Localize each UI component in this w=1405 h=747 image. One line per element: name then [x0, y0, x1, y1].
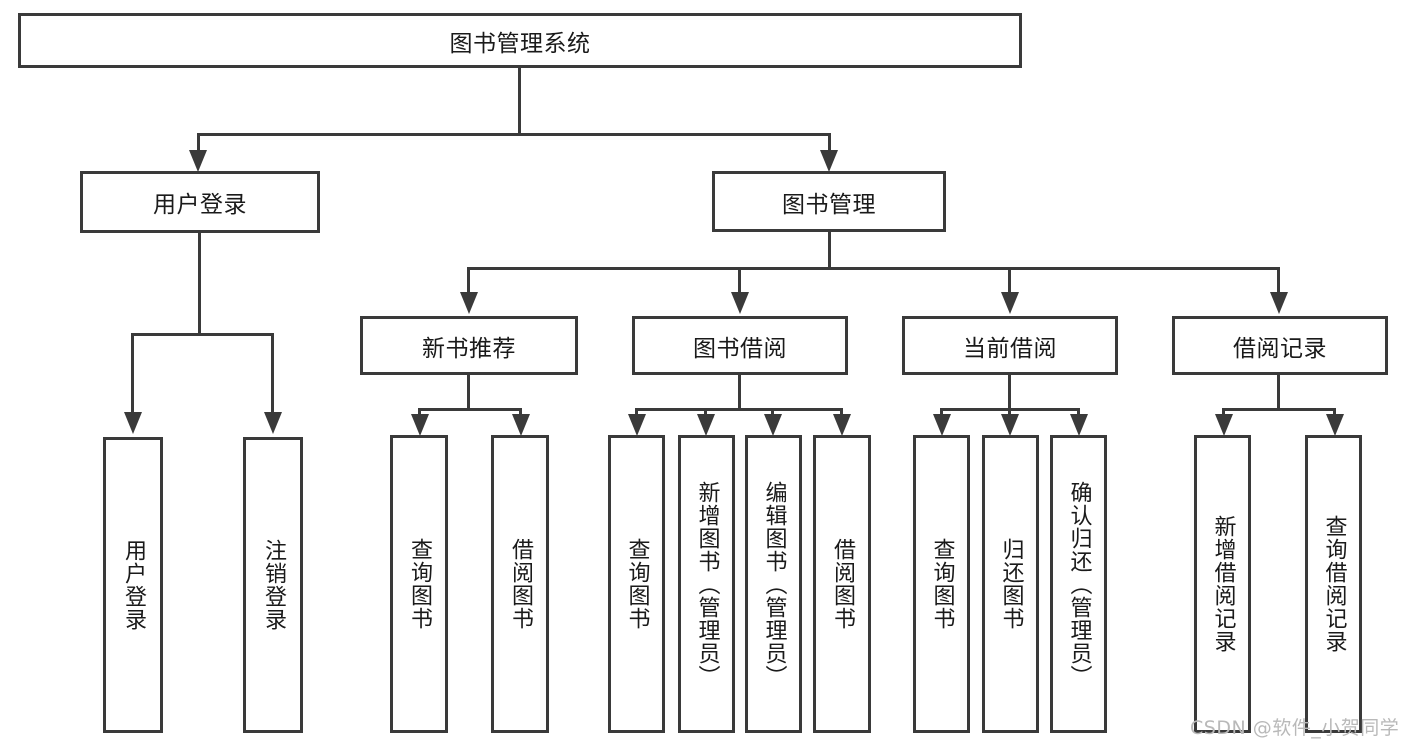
arrowhead-borrow-record — [1270, 292, 1288, 314]
node-current-borrow[interactable]: 当前借阅 — [902, 316, 1118, 375]
leaf-query-book-recommend[interactable]: 查询图书 — [390, 435, 448, 733]
edge-level3-drop-4 — [1277, 267, 1280, 295]
arrowhead-leaf-query-book-2 — [628, 414, 646, 436]
node-borrow-record[interactable]: 借阅记录 — [1172, 316, 1388, 375]
arrowhead-leaf-borrow-book-2 — [833, 414, 851, 436]
leaf-logout[interactable]: 注销登录 — [243, 437, 303, 733]
edge-borrow-record-stem — [1277, 375, 1280, 410]
edge-book-borrow-stem — [738, 375, 741, 410]
leaf-label: 编辑图书（管理员） — [761, 480, 787, 688]
leaf-confirm-return-admin[interactable]: 确认归还（管理员） — [1050, 435, 1107, 733]
leaf-label: 确认归还（管理员） — [1066, 480, 1092, 688]
arrowhead-leaf-query-book-1 — [411, 414, 429, 436]
node-label: 当前借阅 — [963, 335, 1057, 362]
edge-user-login-bus — [131, 333, 273, 336]
leaf-label: 查询借阅记录 — [1321, 515, 1347, 653]
edge-level3-drop-2 — [738, 267, 741, 295]
arrowhead-leaf-add-book — [697, 414, 715, 436]
leaf-label: 查询图书 — [624, 538, 650, 630]
edge-current-borrow-stem — [1008, 375, 1011, 410]
edge-root-stem — [518, 68, 521, 135]
node-label: 新书推荐 — [422, 335, 516, 362]
leaf-label: 用户登录 — [120, 539, 146, 631]
edge-level3-drop-3 — [1008, 267, 1011, 295]
edge-drop-book-management — [828, 133, 831, 155]
edge-level2-bus — [197, 133, 831, 136]
leaf-return-book[interactable]: 归还图书 — [982, 435, 1039, 733]
leaf-add-book-admin[interactable]: 新增图书（管理员） — [678, 435, 735, 733]
leaf-label: 借阅图书 — [829, 538, 855, 630]
arrowhead-current-borrow — [1001, 292, 1019, 314]
edge-level3-bus — [467, 267, 1280, 270]
arrowhead-user-login — [189, 150, 207, 172]
leaf-label: 注销登录 — [260, 539, 286, 631]
node-book-borrow[interactable]: 图书借阅 — [632, 316, 848, 375]
node-label: 图书管理系统 — [449, 30, 591, 57]
edge-drop-user-login — [197, 133, 200, 155]
node-label: 图书借阅 — [693, 335, 787, 362]
csdn-watermark: CSDN @软件_小贺同学 — [1190, 713, 1399, 740]
arrowhead-new-book-recommend — [460, 292, 478, 314]
arrowhead-book-borrow — [731, 292, 749, 314]
node-user-login[interactable]: 用户登录 — [80, 171, 320, 233]
leaf-label: 归还图书 — [998, 538, 1024, 630]
arrowhead-leaf-logout — [264, 412, 282, 434]
node-label: 借阅记录 — [1233, 335, 1327, 362]
arrowhead-leaf-user-login — [124, 412, 142, 434]
arrowhead-leaf-add-record — [1215, 414, 1233, 436]
watermark-text: CSDN @软件_小贺同学 — [1190, 717, 1400, 739]
edge-borrow-record-bus — [1222, 408, 1336, 411]
leaf-label: 查询图书 — [929, 538, 955, 630]
edge-user-login-drop-1 — [131, 333, 134, 415]
leaf-add-borrow-record[interactable]: 新增借阅记录 — [1194, 435, 1251, 733]
leaf-label: 借阅图书 — [507, 538, 533, 630]
arrowhead-leaf-borrow-book-1 — [512, 414, 530, 436]
node-label: 用户登录 — [153, 192, 247, 218]
edge-book-management-stem — [828, 232, 831, 269]
leaf-query-book-current[interactable]: 查询图书 — [913, 435, 970, 733]
arrowhead-book-management — [820, 150, 838, 172]
edge-new-book-bus — [418, 408, 522, 411]
node-new-book-recommend[interactable]: 新书推荐 — [360, 316, 578, 375]
node-book-management-system[interactable]: 图书管理系统 — [18, 13, 1022, 68]
node-label: 图书管理 — [782, 191, 876, 218]
leaf-query-book-borrow[interactable]: 查询图书 — [608, 435, 665, 733]
arrowhead-leaf-edit-book — [764, 414, 782, 436]
leaf-label: 新增图书（管理员） — [694, 480, 720, 688]
leaf-borrow-book[interactable]: 借阅图书 — [813, 435, 871, 733]
leaf-label: 查询图书 — [406, 538, 432, 630]
arrowhead-leaf-return-book — [1001, 414, 1019, 436]
edge-new-book-stem — [467, 375, 470, 410]
edge-user-login-drop-2 — [271, 333, 274, 415]
leaf-borrow-book-recommend[interactable]: 借阅图书 — [491, 435, 549, 733]
leaf-user-login[interactable]: 用户登录 — [103, 437, 163, 733]
edge-level3-drop-1 — [467, 267, 470, 295]
arrowhead-leaf-query-book-3 — [933, 414, 951, 436]
node-book-management[interactable]: 图书管理 — [712, 171, 946, 232]
arrowhead-leaf-confirm-return — [1070, 414, 1088, 436]
arrowhead-leaf-query-record — [1326, 414, 1344, 436]
leaf-label: 新增借阅记录 — [1210, 515, 1236, 653]
leaf-query-borrow-record[interactable]: 查询借阅记录 — [1305, 435, 1362, 733]
leaf-edit-book-admin[interactable]: 编辑图书（管理员） — [745, 435, 802, 733]
edge-book-borrow-bus — [635, 408, 843, 411]
edge-user-login-stem — [198, 233, 201, 335]
